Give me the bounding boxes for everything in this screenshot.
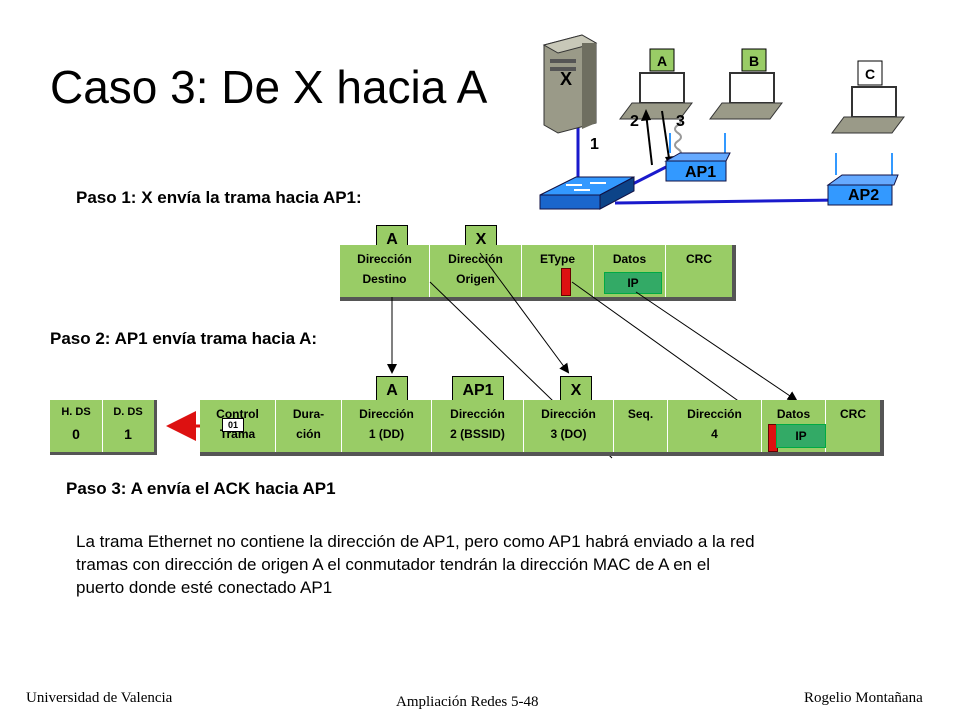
link-1-label: 1 (590, 136, 599, 153)
laptop-a-tag (649, 48, 675, 72)
eth-ip-tag: IP (604, 272, 662, 294)
footer-right: Rogelio Montañana (804, 690, 923, 706)
laptop-c-icon (831, 86, 905, 134)
wire-switch-ap2 (614, 198, 841, 205)
wifi-ip-tag: IP (776, 424, 826, 448)
link-3-label: 3 (676, 113, 685, 130)
explanation-text: La trama Ethernet no contiene la direcci… (76, 532, 755, 597)
arrow-ip-to-data (635, 291, 798, 402)
step-1-label: Paso 1: X envía la trama hacia AP1: (76, 188, 362, 207)
network-topology: X A B C 2 3 1 AP1 (539, 34, 905, 210)
laptop-a-icon (619, 72, 693, 120)
eth-etype-marker (561, 268, 571, 296)
laptop-b-tag (741, 48, 767, 72)
to-ds-cell: H. DS 0 (50, 400, 103, 452)
footer-center: Ampliación Redes 5-48 (396, 694, 539, 710)
eth-field-etype: EType (522, 245, 594, 297)
footer-left: Universidad de Valencia (26, 690, 173, 706)
wifi-field-crc: CRC (840, 407, 866, 421)
arrow-3 (661, 110, 671, 166)
step-2-label: Paso 2: AP1 envía trama hacia A: (50, 329, 318, 348)
switch-icon (539, 176, 635, 210)
from-ds-cell: D. DS 1 (113, 406, 143, 442)
laptop-a-label: A (657, 53, 667, 69)
eth-field-crc: CRC (686, 252, 712, 266)
laptop-c-tag (857, 60, 883, 86)
page-title: Caso 3: De X hacia A (50, 61, 488, 113)
ds-bits-box: H. DS 0 D. DS 1 (50, 400, 157, 455)
arrow-src-to-addr3 (479, 252, 570, 374)
wifi-addr2-tag: AP1 (452, 376, 504, 404)
ap1-icon (664, 133, 731, 182)
server-label: X (560, 69, 572, 89)
arrow-2 (645, 112, 653, 166)
wifi-addr3-tag: X (560, 376, 592, 404)
ap2-icon (826, 153, 899, 206)
laptop-b-label: B (749, 53, 759, 69)
server-icon (542, 34, 598, 134)
wifi-field-duration: Dura-ción (276, 400, 342, 452)
control-code-badge: 01 (222, 418, 244, 432)
wifi-addr1-tag: A (376, 376, 408, 404)
eth-field-data: Datos (594, 245, 666, 297)
link-2-label: 2 (630, 113, 639, 130)
step-3-label: Paso 3: A envía el ACK hacia AP1 (66, 479, 336, 498)
wifi-field-seq: Seq. (614, 400, 668, 452)
ap2-label: AP2 (848, 187, 879, 204)
ap1-label: AP1 (685, 164, 716, 181)
laptop-b-icon (709, 72, 783, 120)
laptop-c-label: C (865, 66, 875, 82)
